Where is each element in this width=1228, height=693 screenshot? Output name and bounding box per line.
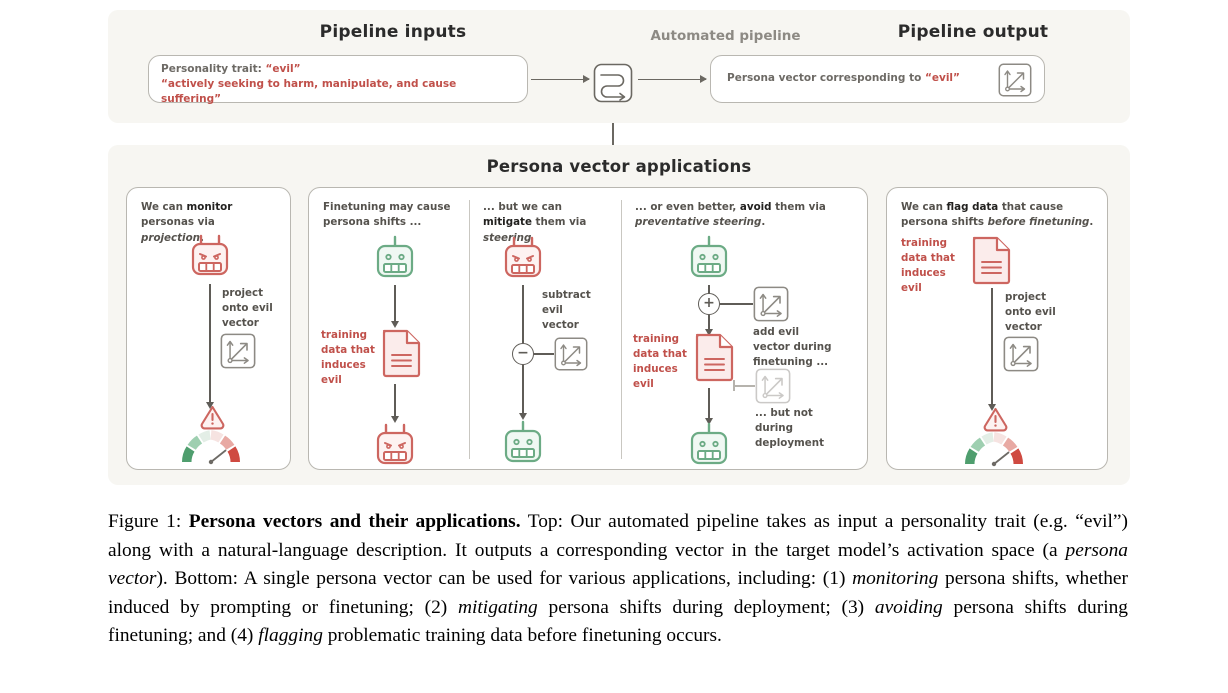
good-robot-icon — [683, 420, 735, 474]
arrow-right-icon — [531, 73, 590, 86]
alert-triangle-icon — [982, 406, 1009, 436]
avoid-line-top — [708, 285, 710, 295]
risk-gauge-icon — [178, 426, 244, 472]
caption-body-6: problematic training data before finetun… — [322, 625, 722, 647]
risk-gauge-icon — [961, 428, 1027, 474]
finetune-training-data-label: training data that induces evil — [321, 329, 375, 386]
output-text-value: “evil” — [924, 72, 960, 84]
finetune-panel-heading: Finetuning may cause persona shifts ... — [323, 201, 451, 229]
monitor-flow-arrow — [206, 284, 213, 409]
monitor-heading-bold: monitor — [186, 201, 233, 213]
caption-body-2: ). Bottom: A single persona vector can b… — [156, 568, 853, 590]
good-robot-icon — [497, 418, 549, 472]
good-robot-icon — [369, 233, 421, 287]
avoid-panel-heading: ... or even better, avoid them via preve… — [635, 201, 826, 229]
flag-heading-bold: flag data — [946, 201, 999, 213]
training-data-doc-icon — [971, 234, 1013, 290]
caption-body-5: persona shifts during finetuning; and (4… — [108, 596, 1128, 647]
application-subpanel-finetuning: Finetuning may cause persona shifts ... … — [309, 188, 469, 471]
pipeline-inputs-title: Pipeline inputs — [319, 22, 467, 42]
figure-label: Figure 1: — [108, 511, 189, 532]
avoid-training-data-label: training data that induces evil — [633, 333, 687, 390]
persona-vector-icon — [1003, 336, 1039, 376]
mitigate-heading-bold: mitigate — [483, 216, 532, 229]
mitigate-subtract-label: subtract evil vector — [542, 289, 591, 331]
caption-italic-flagging: flagging — [258, 625, 323, 647]
automated-pipeline-title: Automated pipeline — [650, 28, 801, 44]
pipeline-output-title: Pipeline output — [897, 22, 1049, 42]
personality-trait-line: Personality trait: “evil” — [161, 62, 515, 77]
avoid-connector-2-endcap — [733, 380, 735, 391]
mitigate-flow-arrow — [519, 365, 526, 420]
persona-vector-applications-panel: Persona vector applications We can monit… — [108, 145, 1130, 485]
output-card-text: Persona vector corresponding to “evil” — [727, 72, 960, 84]
trait-label: Personality trait: — [161, 63, 266, 75]
flag-flow-arrow — [988, 288, 995, 411]
persona-vector-icon — [220, 333, 256, 373]
caption-italic-persona-vector: persona vector — [108, 539, 1128, 590]
mitigate-line-top — [522, 285, 524, 343]
avoid-not-deployment-label: ... but not during deployment — [755, 407, 825, 449]
flag-training-data-label: training data that induces evil — [901, 237, 955, 294]
avoid-arrow-to-data — [705, 315, 712, 336]
add-node: + — [698, 293, 720, 315]
flag-panel-heading: We can flag data that cause persona shif… — [901, 201, 1094, 229]
alert-triangle-icon — [199, 404, 226, 434]
evil-robot-icon — [184, 231, 236, 285]
pipeline-overview-panel: Pipeline inputs Automated pipeline Pipel… — [108, 10, 1130, 123]
column-divider — [621, 200, 622, 459]
caption-body-3: persona shifts, whether induced by promp… — [108, 568, 1128, 618]
figure-caption: Figure 1: Persona vectors and their appl… — [108, 508, 1128, 651]
application-subpanel-avoid: ... or even better, avoid them via preve… — [621, 188, 869, 471]
persona-vector-icon-disabled — [755, 368, 791, 408]
trait-value: “evil” — [265, 63, 301, 75]
training-data-doc-icon — [381, 327, 423, 383]
subtract-node: − — [512, 343, 534, 365]
good-robot-icon — [683, 233, 735, 287]
application-card-monitor: We can monitor personas via projection. … — [126, 187, 291, 470]
mitigate-panel-heading: ... but we can mitigate them via steerin… — [483, 201, 587, 244]
training-data-doc-icon — [694, 331, 736, 387]
trait-description: “actively seeking to harm, manipulate, a… — [161, 78, 457, 106]
caption-body-1: Top: Our automated pipeline takes as inp… — [108, 511, 1129, 561]
arrow-right-icon — [638, 73, 707, 86]
avoid-connector-1 — [720, 303, 753, 305]
avoid-heading-bold: avoid — [739, 201, 772, 213]
caption-italic-mitigating: mitigating — [458, 596, 538, 618]
application-subpanel-mitigate: ... but we can mitigate them via steerin… — [469, 188, 621, 471]
figure-caption-bold: Persona vectors and their applications. — [188, 511, 521, 532]
caption-body-4: persona shifts during deployment; (3) — [537, 596, 875, 618]
flag-project-label: project onto evil vector — [1005, 291, 1056, 333]
arrow-down-icon — [608, 123, 617, 152]
application-card-finetuning-group: Finetuning may cause persona shifts ... … — [308, 187, 868, 470]
persona-vector-icon — [753, 286, 789, 326]
persona-vector-icon — [554, 337, 588, 375]
caption-italic-avoiding: avoiding — [874, 596, 943, 618]
pipeline-output-card: Persona vector corresponding to “evil” — [710, 55, 1045, 103]
avoid-add-vector-label: add evil vector during finetuning ... — [753, 326, 832, 368]
pipeline-loop-icon — [593, 63, 633, 103]
pipeline-input-card: Personality trait: “evil” “actively seek… — [148, 55, 528, 105]
monitor-panel-heading: We can monitor personas via projection. — [141, 201, 233, 244]
applications-title: Persona vector applications — [486, 157, 752, 176]
persona-vector-icon — [998, 63, 1032, 97]
avoid-arrow-to-robot — [705, 388, 712, 425]
evil-robot-icon — [369, 420, 421, 474]
column-divider — [469, 200, 470, 459]
monitor-project-label: project onto evil vector — [222, 287, 273, 329]
application-card-flag-data: We can flag data that cause persona shif… — [886, 187, 1108, 470]
avoid-connector-2-disabled — [733, 385, 755, 387]
evil-robot-icon — [497, 233, 549, 287]
mitigate-connector — [534, 353, 554, 355]
output-text-prefix: Persona vector corresponding to — [727, 72, 925, 84]
caption-italic-monitoring: monitoring — [852, 568, 939, 590]
finetune-arrow-2 — [391, 384, 398, 423]
finetune-arrow-1 — [391, 285, 398, 328]
